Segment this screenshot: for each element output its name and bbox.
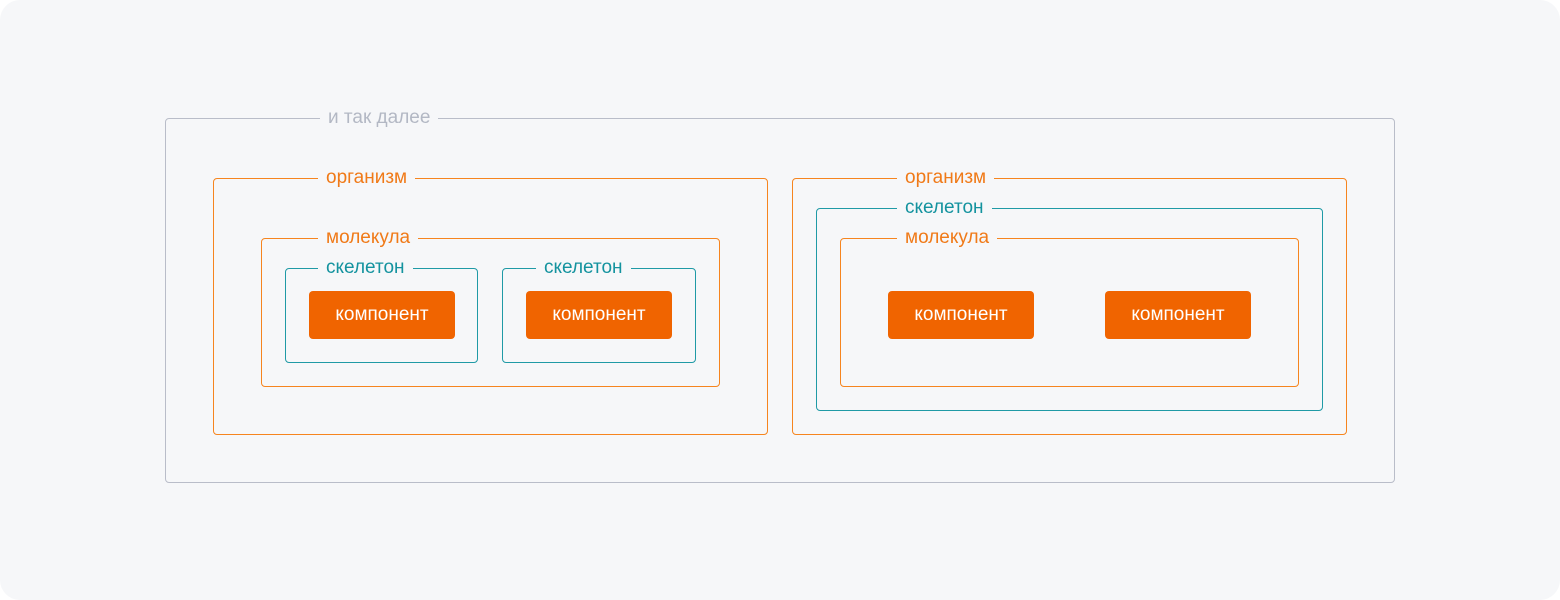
etc-label: и так далее <box>320 107 439 129</box>
right-component-1: компонент <box>888 291 1034 339</box>
left-skeleton-frame-2: скелетон <box>502 257 696 363</box>
left-skeleton-label-2: скелетон <box>536 257 631 279</box>
left-organism-frame: организм <box>213 167 768 435</box>
right-skeleton-label: скелетон <box>897 197 992 219</box>
left-component-1: компонент <box>309 291 455 339</box>
right-skeleton-frame: скелетон <box>816 197 1323 411</box>
right-component-2: компонент <box>1105 291 1251 339</box>
right-molecule-label: молекула <box>897 227 998 249</box>
left-skeleton-frame-1: скелетон <box>285 257 478 363</box>
left-molecule-label: молекула <box>318 227 419 249</box>
right-organism-label: организм <box>897 167 995 189</box>
left-organism-label: организм <box>318 167 416 189</box>
left-skeleton-label-1: скелетон <box>318 257 413 279</box>
right-organism-frame: организм <box>792 167 1347 435</box>
left-component-2: компонент <box>526 291 672 339</box>
etc-frame: и так далее <box>165 107 1395 483</box>
left-molecule-frame: молекула <box>261 227 720 387</box>
right-molecule-frame: молекула <box>840 227 1299 387</box>
